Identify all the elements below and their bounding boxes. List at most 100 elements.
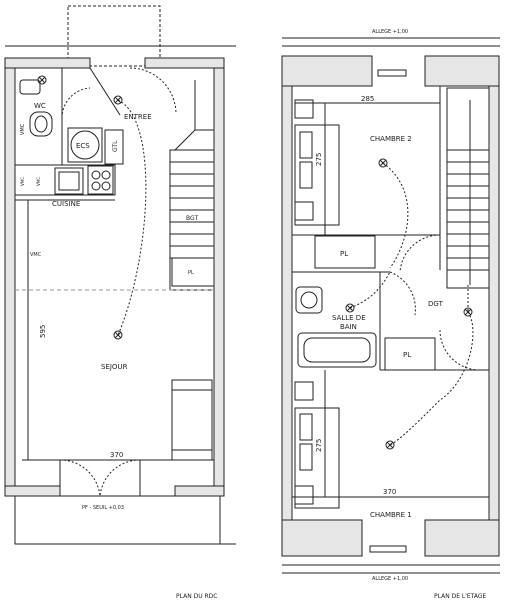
rdc-stair-steps <box>170 161 214 259</box>
rdc-left-wall <box>4 57 16 487</box>
kitchen-sink <box>54 167 84 195</box>
room-label-chambre1: CHAMBRE 1 <box>370 511 412 519</box>
vmc-label-sejour: VMC <box>30 252 42 258</box>
patio-door-swing-left <box>59 459 101 497</box>
rdc-bottom-wall-right <box>174 485 225 497</box>
rdc-bottom-wall-left <box>4 485 61 497</box>
gtl-box <box>104 129 124 165</box>
ch2-lighting-circuit <box>382 162 409 269</box>
room-label-gtl: GTL <box>112 140 119 152</box>
ch1-dim-depth: 275 <box>315 439 323 452</box>
ch2-door-swing <box>399 234 441 273</box>
ch2-light <box>378 158 388 168</box>
sofa <box>171 379 213 461</box>
rdc-labels: WC ENTREE ECS GTL CUISINE SEJOUR BGT PL … <box>20 102 218 600</box>
washbasin-bowl <box>300 291 318 309</box>
pl-top <box>314 235 376 269</box>
etage-stairs <box>446 87 490 289</box>
etage-bottom-wall-left <box>281 519 363 557</box>
room-label-pl-rdc: PL <box>188 270 194 276</box>
ch2-dim-depth: 275 <box>315 153 323 166</box>
vmc-label-wc: VMC <box>20 123 26 135</box>
entree-light <box>113 95 123 105</box>
vmc-label-kitchen-2: VMC <box>36 177 41 186</box>
dgt-light <box>463 307 473 317</box>
toilet-bowl <box>34 115 48 133</box>
bed-chambre2 <box>294 124 340 226</box>
allege-top-label: ALLEGE +1,00 <box>372 29 408 35</box>
etage-stair-steps <box>447 149 489 271</box>
bed-chambre1 <box>294 407 340 509</box>
etage-title: PLAN DE L'ETAGE <box>434 593 487 600</box>
burner-4 <box>101 181 111 191</box>
bathtub <box>297 332 377 368</box>
pillow-3 <box>299 413 313 441</box>
etage-left-wall <box>281 55 293 557</box>
room-label-sdb-line2: BAIN <box>340 323 357 331</box>
etage-top-wall-right <box>424 55 500 87</box>
ch2-dim-width: 285 <box>361 95 374 103</box>
ecs-tank <box>70 130 100 160</box>
ch1-door-swing <box>439 329 479 371</box>
room-label-cuisine: CUISINE <box>52 200 80 208</box>
sejour-light <box>113 330 123 340</box>
rdc-lighting-circuit <box>117 99 147 336</box>
room-label-sejour: SEJOUR <box>101 363 128 371</box>
rdc-threshold-label: PF - SEUIL +0,03 <box>82 505 124 511</box>
etage-labels: ALLEGE +1,00 ALLEGE +1,00 285 CHAMBRE 2 … <box>315 29 487 600</box>
rdc-dim-height: 595 <box>39 325 47 338</box>
ecs-box <box>67 127 103 163</box>
rdc-top-wall-right <box>144 57 225 69</box>
pillow-1 <box>299 131 313 159</box>
pl-bottom <box>384 337 436 371</box>
room-label-entree: ENTREE <box>124 113 152 121</box>
entree-door-swing <box>129 67 177 115</box>
pillow-2 <box>299 161 313 189</box>
cooktop <box>87 165 114 195</box>
wc-light <box>37 75 47 85</box>
nightstand-2 <box>294 201 314 221</box>
window-bottom <box>369 545 407 553</box>
room-label-pl-top: PL <box>340 250 348 258</box>
ch1-light <box>385 440 395 450</box>
nightstand-3 <box>294 381 314 401</box>
window-top <box>377 69 407 77</box>
bathtub-inner <box>303 337 371 363</box>
burner-1 <box>91 170 101 180</box>
rdc-plan <box>4 5 236 545</box>
ch1-lighting-circuit <box>389 311 474 446</box>
etage-top-wall-left <box>281 55 373 87</box>
sofa-arm-bottom <box>171 449 213 461</box>
toilet <box>29 111 53 137</box>
sdb-light <box>345 303 355 313</box>
room-label-pl-bottom: PL <box>403 351 411 359</box>
rdc-stair-landing <box>174 129 214 151</box>
vmc-label-kitchen-1: VMC <box>20 177 25 186</box>
ch1-dim-width: 370 <box>383 488 396 496</box>
rdc-dim-width: 370 <box>110 451 123 459</box>
rdc-title: PLAN DU RDC <box>176 593 218 600</box>
pillow-4 <box>299 443 313 471</box>
rdc-right-wall <box>213 57 225 487</box>
rdc-terrace <box>14 495 221 545</box>
room-label-dgt: DGT <box>428 300 444 308</box>
wc-door-swing <box>61 87 91 119</box>
burner-3 <box>91 181 101 191</box>
patio-door-swing-right <box>99 459 141 497</box>
rdc-pl-box <box>171 257 215 287</box>
room-label-chambre2: CHAMBRE 2 <box>370 135 412 143</box>
nightstand-1 <box>294 99 314 119</box>
washbasin <box>295 286 323 314</box>
etage-plan <box>281 37 500 574</box>
room-label-bgt: BGT <box>186 215 198 222</box>
sdb-lighting-circuit <box>349 271 391 309</box>
wc-sink <box>19 79 41 95</box>
burner-2 <box>101 170 111 180</box>
kitchen-sink-basin <box>58 171 80 191</box>
etage-bottom-wall-right <box>424 519 500 557</box>
sdb-door-swing <box>389 271 416 316</box>
room-label-wc: WC <box>34 102 46 110</box>
allege-bottom-label: ALLEGE +1,00 <box>372 576 408 582</box>
nightstand-4 <box>294 485 314 505</box>
